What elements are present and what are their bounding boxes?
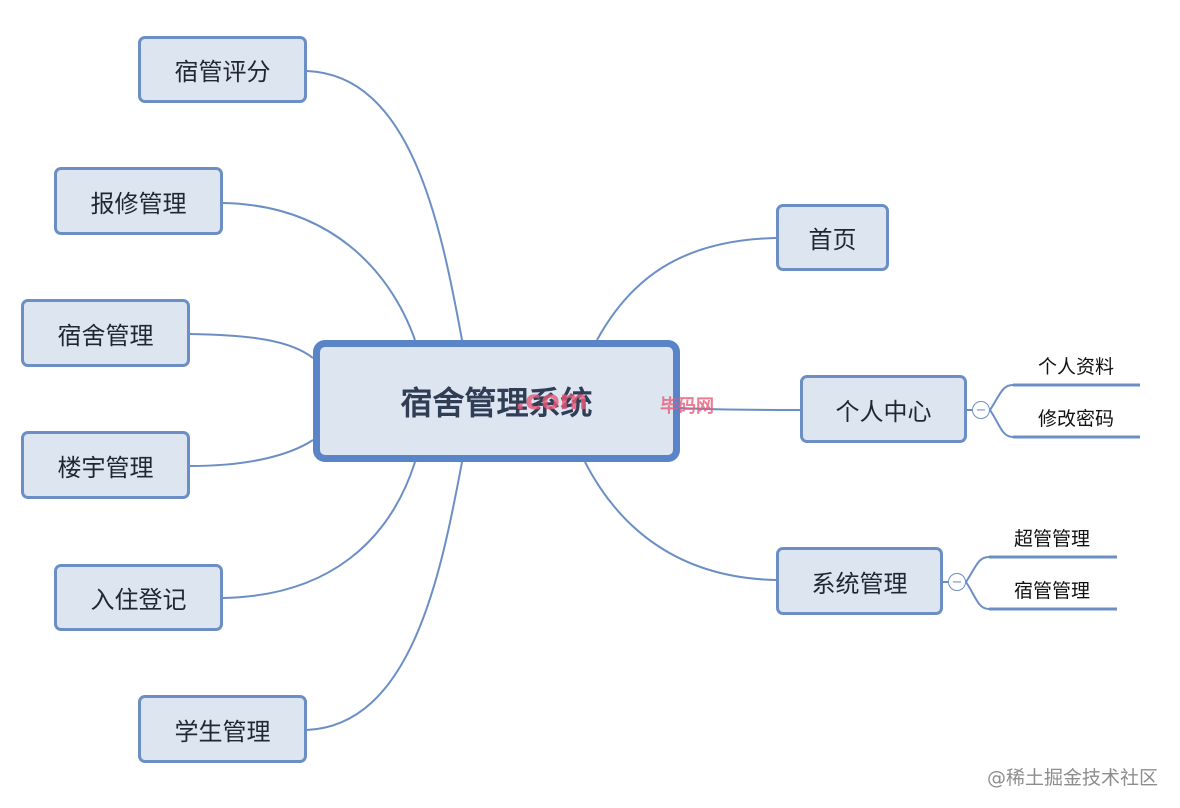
edge-sub-2c [965,581,1117,610]
edge-right-1 [596,237,777,341]
branch-label: 入住登记 [90,586,187,614]
sub-leaf-label[interactable]: 宿管管理 [1013,580,1090,602]
watermark-overlay-small: 毕码网 [660,396,714,417]
edge-sub-1b [989,384,1140,411]
branch-node-left-3[interactable]: 宿舍管理 [21,299,190,367]
collapse-toggle-icon[interactable]: − [972,401,990,419]
edge-left-3 [189,333,314,359]
branch-label: 报修管理 [90,189,187,218]
center-label: 宿舍管理系统 [400,384,593,422]
branch-node-right-1[interactable]: 首页 [776,204,889,271]
edge-sub-1c [989,409,1140,438]
branch-label: 宿管评分 [174,58,271,86]
center-node[interactable]: 宿舍管理系统 [313,340,680,462]
branch-label: 个人中心 [835,397,932,426]
sub-leaf-label[interactable]: 超管管理 [1013,528,1090,550]
branch-node-left-1[interactable]: 宿管评分 [138,36,307,103]
edge-left-6 [306,461,463,731]
sub-leaf-label[interactable]: 个人资料 [1037,356,1114,378]
edge-right-3 [584,461,777,581]
branch-label: 系统管理 [811,569,908,598]
edge-left-5 [222,461,416,599]
branch-node-left-5[interactable]: 入住登记 [54,564,223,631]
watermark-overlay: .com [515,385,588,416]
edge-left-1 [306,70,463,341]
edge-right-2 [679,407,801,411]
branch-node-left-4[interactable]: 楼宇管理 [21,431,190,499]
edge-left-2 [222,202,416,341]
collapse-toggle-icon[interactable]: − [948,573,966,591]
branch-label: 首页 [808,226,857,254]
branch-node-right-3[interactable]: 系统管理 [776,547,943,615]
branch-node-left-2[interactable]: 报修管理 [54,167,223,235]
edge-left-4 [189,439,314,467]
branch-node-left-6[interactable]: 学生管理 [138,695,307,763]
branch-label: 学生管理 [174,717,271,746]
watermark-credit: @稀土掘金技术社区 [986,767,1158,789]
branch-label: 宿舍管理 [57,321,154,350]
sub-leaf-label[interactable]: 修改密码 [1037,408,1114,430]
branch-label: 楼宇管理 [57,453,154,482]
edge-sub-2b [965,556,1117,583]
branch-node-right-2[interactable]: 个人中心 [800,375,967,443]
